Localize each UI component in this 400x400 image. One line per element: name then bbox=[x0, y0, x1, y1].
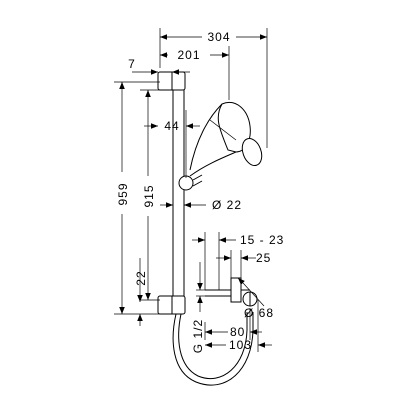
dim-line-80 bbox=[204, 308, 262, 340]
wall-rail bbox=[172, 88, 185, 300]
hand-shower bbox=[189, 102, 263, 177]
dim-line-25 bbox=[216, 250, 256, 278]
dim-line-201 bbox=[160, 46, 230, 100]
dim-label-g-half: G 1/2 bbox=[191, 319, 205, 353]
dim-label-diameter-22: Ø 22 bbox=[212, 198, 242, 212]
dim-line-915 bbox=[140, 89, 160, 301]
dim-label-103: 103 bbox=[229, 338, 252, 352]
dim-label-7: 7 bbox=[128, 57, 136, 71]
shower-hose bbox=[172, 312, 254, 386]
top-wall-bracket bbox=[157, 71, 186, 91]
bottom-wall-bracket bbox=[157, 295, 186, 315]
dim-label-44: 44 bbox=[164, 119, 179, 133]
dim-line-g-half bbox=[196, 262, 208, 312]
dim-label-201: 201 bbox=[177, 48, 200, 62]
dim-label-diameter-68: Ø 68 bbox=[244, 306, 274, 320]
dim-label-80: 80 bbox=[230, 325, 245, 339]
dim-label-959: 959 bbox=[116, 182, 130, 205]
dim-label-304: 304 bbox=[207, 30, 230, 44]
dim-line-103 bbox=[205, 300, 272, 352]
dim-label-22-vertical: 22 bbox=[134, 270, 148, 285]
dim-label-15-23: 15 - 23 bbox=[240, 233, 284, 247]
dim-line-15-23 bbox=[192, 232, 236, 290]
wall-connector bbox=[205, 277, 258, 307]
slider-holder bbox=[178, 174, 203, 191]
dim-line-44 bbox=[144, 110, 200, 178]
dim-line-959 bbox=[114, 81, 160, 315]
dim-label-915: 915 bbox=[142, 184, 156, 207]
dim-line-304 bbox=[159, 28, 268, 148]
dim-label-25: 25 bbox=[256, 251, 271, 265]
dim-line-diameter-68 bbox=[237, 277, 265, 307]
